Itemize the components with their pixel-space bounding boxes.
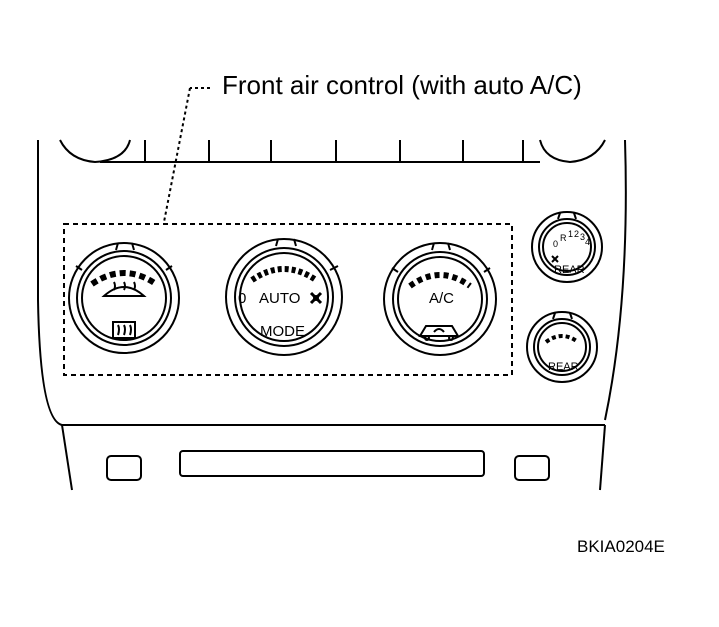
ac-knob[interactable]: A/C [383, 242, 497, 356]
console-panel [37, 139, 627, 491]
svg-text:R: R [560, 233, 567, 243]
svg-text:4: 4 [585, 237, 590, 247]
defrost-rear-icon [112, 321, 136, 339]
svg-text:2: 2 [574, 229, 579, 239]
rear-fan-icon [551, 255, 559, 263]
svg-text:3: 3 [580, 232, 585, 242]
auto-label: AUTO [259, 290, 300, 307]
fan-icon [309, 291, 323, 305]
rear-fan-label: REAR [554, 264, 585, 276]
defrost-front-icon [101, 281, 147, 297]
rear-fan-knob[interactable]: 0 R 1 2 3 4 REAR [531, 211, 603, 283]
svg-text:1: 1 [568, 229, 573, 239]
rear-fan-scale: 0 R 1 2 3 4 [553, 229, 590, 249]
recirculation-icon [418, 325, 460, 341]
diagram-title: Front air control (with auto A/C) [222, 70, 582, 100]
rear-temp-label: REAR [548, 361, 579, 373]
auto-mode-knob[interactable]: 0 AUTO MODE [225, 238, 343, 356]
figure-reference-code: BKIA0204E [577, 537, 665, 556]
front-control-highlight-box [63, 223, 513, 376]
mode-label: MODE [260, 323, 305, 340]
ac-label: A/C [429, 290, 454, 307]
leader-line [163, 87, 210, 223]
defrost-knob[interactable] [68, 242, 180, 354]
rear-temp-knob[interactable]: REAR [526, 311, 598, 383]
svg-text:0: 0 [553, 239, 558, 249]
off-mark: 0 [238, 290, 246, 307]
